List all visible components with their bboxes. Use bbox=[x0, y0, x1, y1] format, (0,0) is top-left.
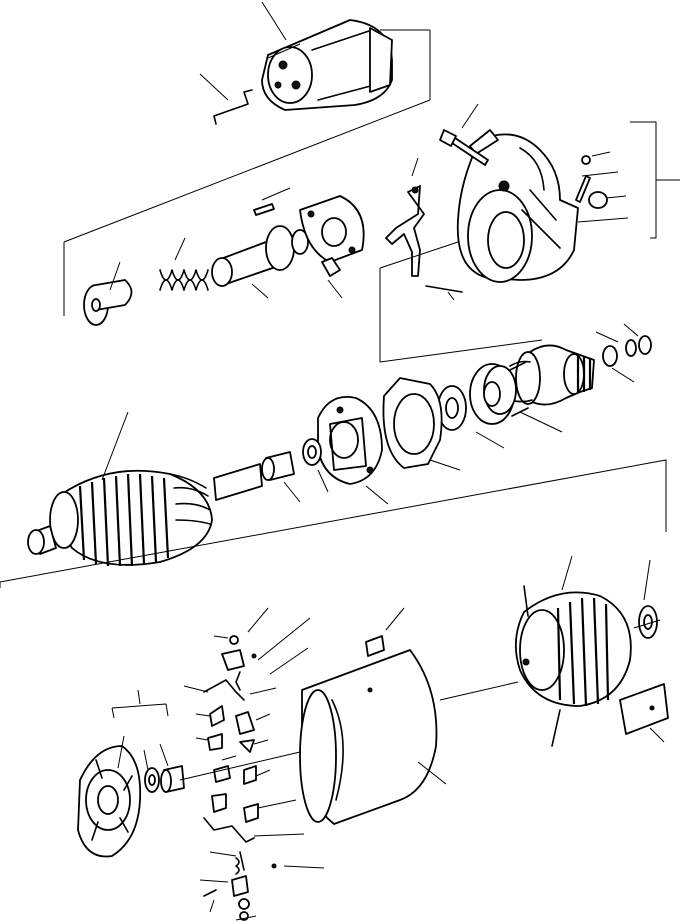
yoke-housing bbox=[299, 649, 438, 825]
bracket-solenoid-group bbox=[63, 29, 431, 316]
plunger-spring bbox=[159, 269, 209, 291]
bracket-end-frame-group bbox=[111, 703, 169, 719]
pin bbox=[253, 203, 275, 216]
housing-small-parts bbox=[575, 155, 608, 209]
center-bearing-plate bbox=[317, 396, 383, 485]
bushing bbox=[261, 451, 295, 481]
shift-lever bbox=[385, 185, 425, 277]
field-coil-assembly bbox=[514, 585, 632, 747]
field-bushing bbox=[638, 605, 658, 639]
gasket-plate bbox=[382, 377, 443, 469]
solenoid-sleeve bbox=[211, 225, 309, 287]
lever-pin bbox=[425, 285, 463, 293]
bearing-washer bbox=[302, 438, 322, 466]
drive-pinion-clutch bbox=[503, 344, 595, 406]
yoke-plug bbox=[365, 635, 385, 657]
solenoid-link-wire bbox=[213, 89, 253, 125]
end-frame-bushing bbox=[160, 765, 185, 793]
plunger bbox=[83, 279, 133, 326]
armature bbox=[27, 463, 263, 567]
end-frame-washer bbox=[144, 767, 160, 793]
callout-solenoid bbox=[261, 1, 287, 41]
assembly-axis bbox=[179, 619, 661, 781]
housing-bolt bbox=[439, 129, 489, 166]
brush-parts-lower bbox=[203, 765, 277, 921]
pinion-stop-rings bbox=[602, 335, 652, 367]
solenoid-body bbox=[261, 19, 393, 111]
bracket-pinion-group bbox=[379, 241, 543, 363]
commutator-end-frame bbox=[77, 745, 142, 858]
insulator-plate bbox=[619, 683, 669, 735]
bracket-armature-group bbox=[0, 459, 667, 588]
bracket-housing-group bbox=[630, 121, 680, 239]
overrunning-clutch bbox=[469, 361, 529, 425]
brush-parts-upper bbox=[203, 635, 257, 753]
flange-plate bbox=[299, 195, 365, 277]
drive-housing bbox=[456, 129, 579, 283]
